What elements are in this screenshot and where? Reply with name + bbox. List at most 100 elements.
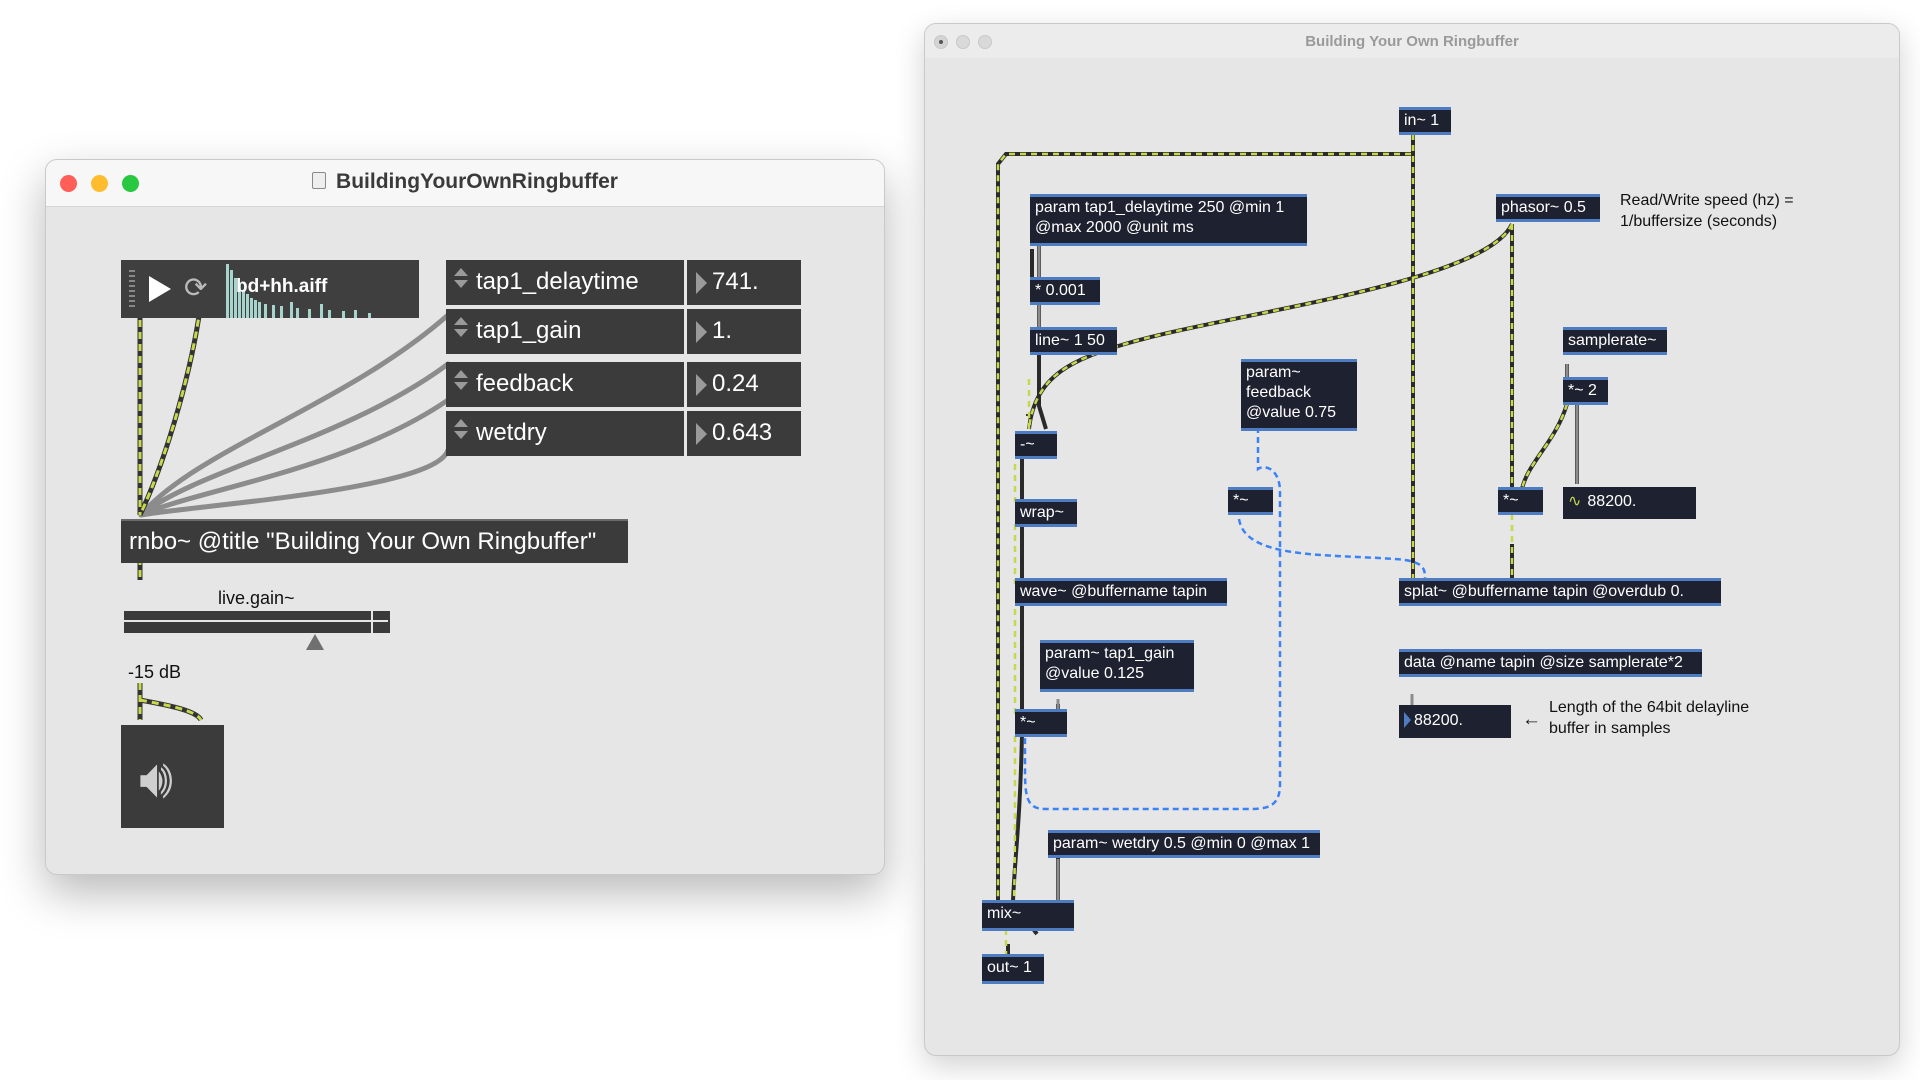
param-arrows-icon (454, 317, 468, 337)
param-tap1-gain[interactable]: tap1_gain (446, 309, 684, 354)
param-feedback[interactable]: feedback (446, 362, 684, 407)
number-triangle-icon (1404, 712, 1411, 728)
speaker-icon: 🔊︎ (139, 749, 174, 809)
param-value: 1. (712, 317, 733, 344)
play-icon[interactable] (149, 276, 171, 302)
cord-phasor-to-minus[interactable] (1027, 223, 1514, 430)
param-label: tap1_delaytime (476, 268, 639, 295)
zoom-button[interactable] (978, 35, 992, 49)
param-tap1-gain-value[interactable]: 1. (687, 309, 801, 354)
line-object[interactable]: line~ 1 50 (1030, 327, 1117, 355)
length-comment-line2: buffer in samples (1549, 720, 1671, 737)
mix-object[interactable]: mix~ (982, 900, 1074, 931)
ezdac-object[interactable]: 🔊︎ (121, 725, 224, 828)
samplerate-value: 88200. (1587, 493, 1637, 510)
playlist-object[interactable]: ⟳ bd+hh.aiff (121, 260, 419, 318)
phasor-object[interactable]: phasor~ 0.5 (1496, 194, 1600, 222)
playlist-file-label: bd+hh.aiff (236, 276, 328, 297)
wrap-object[interactable]: wrap~ (1015, 499, 1077, 527)
splat-object[interactable]: splat~ @buffername tapin @overdub 0. (1399, 578, 1721, 606)
length-comment-line1: Length of the 64bit delayline (1549, 699, 1750, 716)
rnbo-object[interactable]: rnbo~ @title "Building Your Own Ringbuff… (121, 519, 628, 563)
cord-mul-to-mix[interactable] (1012, 735, 1017, 902)
waveform-icon (226, 264, 371, 318)
arrow-left-icon: ← (1522, 709, 1541, 730)
cord-gain[interactable] (138, 361, 451, 518)
mul-feedback-object[interactable]: *~ (1228, 487, 1273, 515)
number-triangle-icon (696, 272, 707, 294)
rnbo-object-text: rnbo~ @title "Building Your Own Ringbuff… (129, 528, 597, 555)
cord-delaytime[interactable] (138, 312, 451, 518)
out-object[interactable]: out~ 1 (982, 954, 1044, 984)
param-arrows-icon (454, 268, 468, 288)
gain-db-value: -15 dB (128, 662, 182, 682)
feedback-cord-wave-to-mul[interactable] (1023, 427, 1282, 811)
number-triangle-icon (696, 374, 707, 396)
close-button[interactable] (60, 175, 77, 192)
param-tap1-delaytime[interactable]: tap1_delaytime (446, 260, 684, 305)
slider-divider (124, 620, 388, 622)
titlebar: Building Your Own Ringbuffer (925, 24, 1899, 58)
mul-001-object[interactable]: * 0.001 (1030, 277, 1100, 305)
titlebar: BuildingYourOwnRingbuffer (46, 160, 884, 207)
param-delaytime-object[interactable]: param tap1_delaytime 250 @min 1 @max 200… (1030, 194, 1307, 246)
cord-mul2-to-mul[interactable] (1519, 403, 1569, 495)
speed-comment: Read/Write speed (hz) = 1/buffersize (se… (1620, 190, 1794, 232)
feedback-cord-mul-to-splat[interactable] (1237, 518, 1427, 580)
param-arrows-icon (454, 419, 468, 439)
loop-icon[interactable]: ⟳ (184, 272, 208, 303)
speed-comment-line2: 1/buffersize (seconds) (1620, 213, 1778, 230)
mul2-object[interactable]: *~ 2 (1563, 377, 1608, 405)
window-title: BuildingYourOwnRingbuffer (46, 170, 884, 194)
length-comment: Length of the 64bit delayline buffer in … (1549, 697, 1749, 739)
param-wetdry-value[interactable]: 0.643 (687, 411, 801, 456)
close-button[interactable] (934, 35, 948, 49)
param-label: tap1_gain (476, 317, 582, 344)
minimize-button[interactable] (91, 175, 108, 192)
waveform-thumbnail[interactable]: bd+hh.aiff (224, 260, 386, 318)
param-label: feedback (476, 370, 574, 397)
document-icon (312, 172, 327, 189)
minus-object[interactable]: -~ (1015, 431, 1057, 459)
speed-comment-line1: Read/Write speed (hz) = (1620, 192, 1794, 209)
signal-cord-dac-right[interactable] (139, 698, 203, 721)
window-title-text: BuildingYourOwnRingbuffer (336, 170, 618, 193)
param-feedback-value[interactable]: 0.24 (687, 362, 801, 407)
in-object[interactable]: in~ 1 (1399, 107, 1451, 135)
wave-object[interactable]: wave~ @buffername tapin (1015, 578, 1227, 606)
param-arrows-icon (454, 370, 468, 390)
param-tap1-delaytime-value[interactable]: 741. (687, 260, 801, 305)
drag-handle[interactable] (129, 270, 135, 310)
signal-icon: ∿ (1568, 493, 1582, 510)
param-value: 0.643 (712, 419, 773, 446)
data-object[interactable]: data @name tapin @size samplerate*2 (1399, 649, 1702, 677)
zoom-button[interactable] (122, 175, 139, 192)
samplerate-number-box[interactable]: ∿ 88200. (1563, 487, 1696, 519)
param-label: wetdry (476, 419, 547, 446)
cord-feedback[interactable] (138, 397, 451, 518)
mul-gain-object[interactable]: *~ (1015, 709, 1067, 737)
number-triangle-icon (696, 321, 707, 343)
param-feedback-object[interactable]: param~ feedback @value 0.75 (1241, 359, 1357, 431)
patch-cords (996, 134, 1579, 956)
live-gain-slider[interactable] (124, 611, 390, 633)
param-wetdry[interactable]: wetdry (446, 411, 684, 456)
param-value: 0.24 (712, 370, 759, 397)
rnbo-patcher-window: Building Your Own Ringbuffer (924, 23, 1900, 1056)
param-wetdry-object[interactable]: param~ wetdry 0.5 @min 0 @max 1 (1048, 830, 1320, 858)
signal-cord-right[interactable] (138, 283, 205, 516)
live-gain-label: live.gain~ (218, 588, 295, 608)
gain-handle-icon[interactable] (306, 634, 324, 650)
rnbo-host-patcher-window: BuildingYourOwnRingbuffer ⟳ (45, 159, 885, 875)
window-title: Building Your Own Ringbuffer (1305, 33, 1519, 50)
mul-phasor-object[interactable]: *~ (1498, 487, 1543, 515)
samplerate-object[interactable]: samplerate~ (1563, 327, 1667, 355)
size-number-box[interactable]: 88200. (1399, 705, 1511, 738)
param-tap1-gain-object[interactable]: param~ tap1_gain @value 0.125 (1040, 640, 1194, 692)
size-value: 88200. (1414, 712, 1463, 729)
minimize-button[interactable] (956, 35, 970, 49)
number-triangle-icon (696, 423, 707, 445)
slider-divider (371, 611, 373, 633)
cord-wetdry[interactable] (138, 447, 451, 518)
param-value: 741. (712, 268, 759, 295)
